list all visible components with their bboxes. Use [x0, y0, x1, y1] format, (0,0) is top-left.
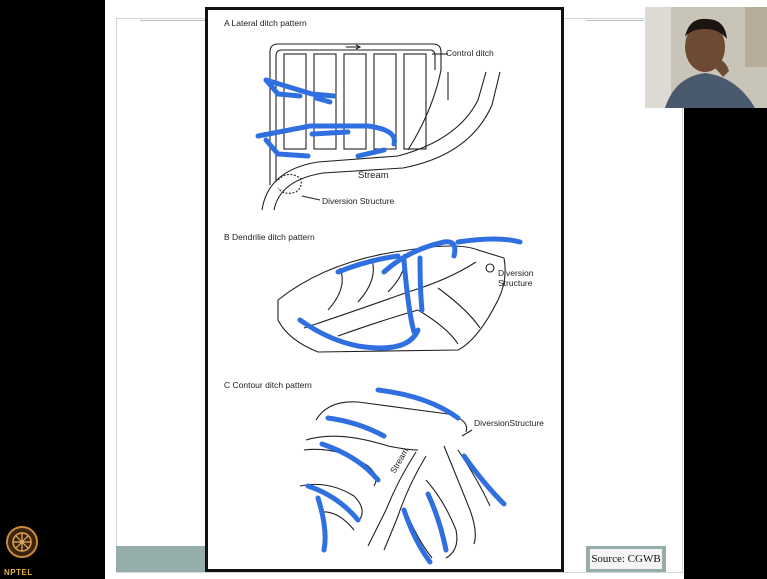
- ditch-pattern-figure: A Lateral ditch pattern Control ditch St…: [205, 7, 564, 572]
- panel-a-diversion-label: Diversion Structure: [322, 196, 394, 206]
- panel-a-control-ditch-label: Control ditch: [446, 48, 494, 58]
- left-black-margin: [0, 0, 105, 579]
- slide-top-rule-right: [586, 20, 644, 21]
- nptel-emblem-icon: [4, 520, 42, 566]
- panel-a-stream-label: Stream: [358, 170, 389, 181]
- slide-top-rule-left: [140, 20, 205, 21]
- slide-footer-bar-left: [116, 546, 206, 572]
- figure-drawing: [208, 10, 561, 569]
- panel-a-title: A Lateral ditch pattern: [224, 18, 307, 28]
- right-black-margin: [684, 108, 767, 579]
- speaker-silhouette: [645, 7, 767, 108]
- panel-c-diversion-label: DiversionStructure: [474, 418, 544, 428]
- nptel-logo-text: NPTEL: [4, 568, 33, 577]
- panel-b-diversion-label: Diversion: [498, 268, 533, 278]
- panel-c-title: C Contour ditch pattern: [224, 380, 312, 390]
- panel-b-annotations: [300, 239, 520, 348]
- panel-b-drawing: [278, 246, 505, 352]
- panel-b-title: B Dendrilie ditch pattern: [224, 232, 315, 242]
- speaker-webcam-video: [645, 7, 767, 108]
- panel-b-structure-label: Structure: [498, 278, 533, 288]
- source-label: Source: CGWB: [590, 549, 662, 569]
- panel-c-drawing: [300, 402, 490, 558]
